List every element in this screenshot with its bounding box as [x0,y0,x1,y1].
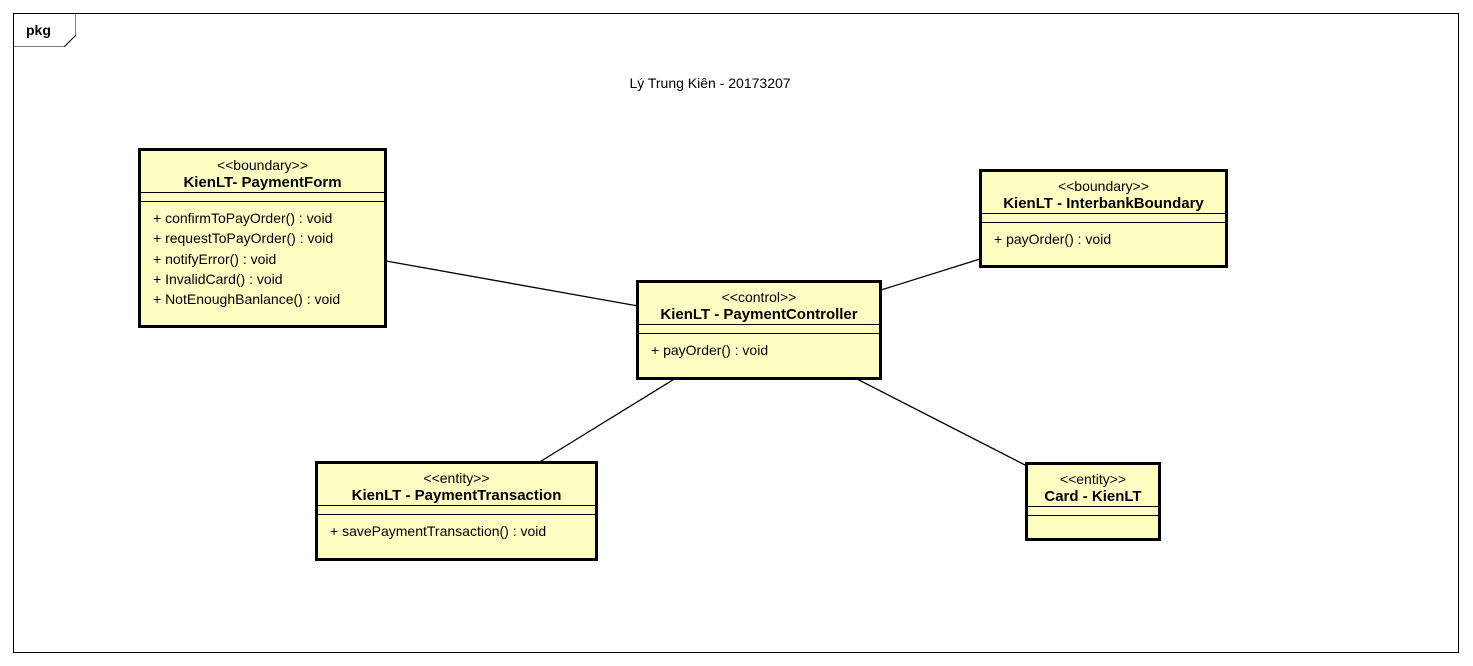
association-controller-card [854,377,1028,467]
operation: + payOrder() : void [651,342,769,358]
diagram-title: Lý Trung Kiên - 20173207 [629,75,791,91]
attributes-compartment [639,325,879,334]
class-name: KienLT - PaymentController [660,306,858,323]
class-name: KienLT - PaymentTransaction [351,487,562,504]
attributes-compartment [318,506,595,515]
stereotype-label: <<boundary>> [1057,178,1150,194]
class-name: Card - KienLT [1044,488,1142,505]
operation: + InvalidCard() : void [153,270,283,287]
class-header: <<boundary>> KienLT- PaymentForm [141,151,384,193]
stereotype-label: <<entity>> [1059,471,1127,487]
class-header: <<boundary>> KienLT - InterbankBoundary [982,172,1225,214]
operations-compartment: + payOrder() : void [982,223,1225,249]
operations-compartment: + payOrder() : void [639,334,879,360]
operation: + savePaymentTransaction() : void [330,523,547,539]
class-card[interactable]: <<entity>> Card - KienLT [1025,462,1161,541]
attributes-compartment [141,193,384,202]
attributes-compartment [982,214,1225,223]
package-frame [13,13,1459,653]
class-payment-transaction[interactable]: <<entity>> KienLT - PaymentTransaction +… [315,461,598,561]
operations-compartment: + confirmToPayOrder() : void + requestTo… [141,202,384,309]
operations-compartment [1028,516,1158,522]
stereotype-label: <<control>> [721,289,797,305]
stereotype-label: <<entity>> [423,470,490,486]
stereotype-label: <<boundary>> [216,157,309,173]
class-payment-form[interactable]: <<boundary>> KienLT- PaymentForm + confi… [138,148,387,328]
association-controller-transaction [537,377,677,464]
operation: + payOrder() : void [994,231,1112,247]
class-header: <<entity>> KienLT - PaymentTransaction [318,464,595,506]
class-name: KienLT - InterbankBoundary [1003,195,1204,212]
operation: + requestToPayOrder() : void [153,230,334,247]
package-tag-label: pkg [26,22,51,38]
class-header: <<control>> KienLT - PaymentController [639,283,879,325]
class-payment-controller[interactable]: <<control>> KienLT - PaymentController +… [636,280,882,380]
operations-compartment: + savePaymentTransaction() : void [318,515,595,541]
class-name: KienLT- PaymentForm [183,174,342,191]
operation: + confirmToPayOrder() : void [153,210,333,226]
class-interbank-boundary[interactable]: <<boundary>> KienLT - InterbankBoundary … [979,169,1228,268]
association-interbank-controller [880,258,981,291]
attributes-compartment [1028,507,1158,516]
class-header: <<entity>> Card - KienLT [1028,465,1158,507]
operation: + notifyError() : void [153,250,277,267]
association-paymentform-controller [385,260,639,307]
operation: + NotEnoughBanlance() : void [153,291,341,308]
